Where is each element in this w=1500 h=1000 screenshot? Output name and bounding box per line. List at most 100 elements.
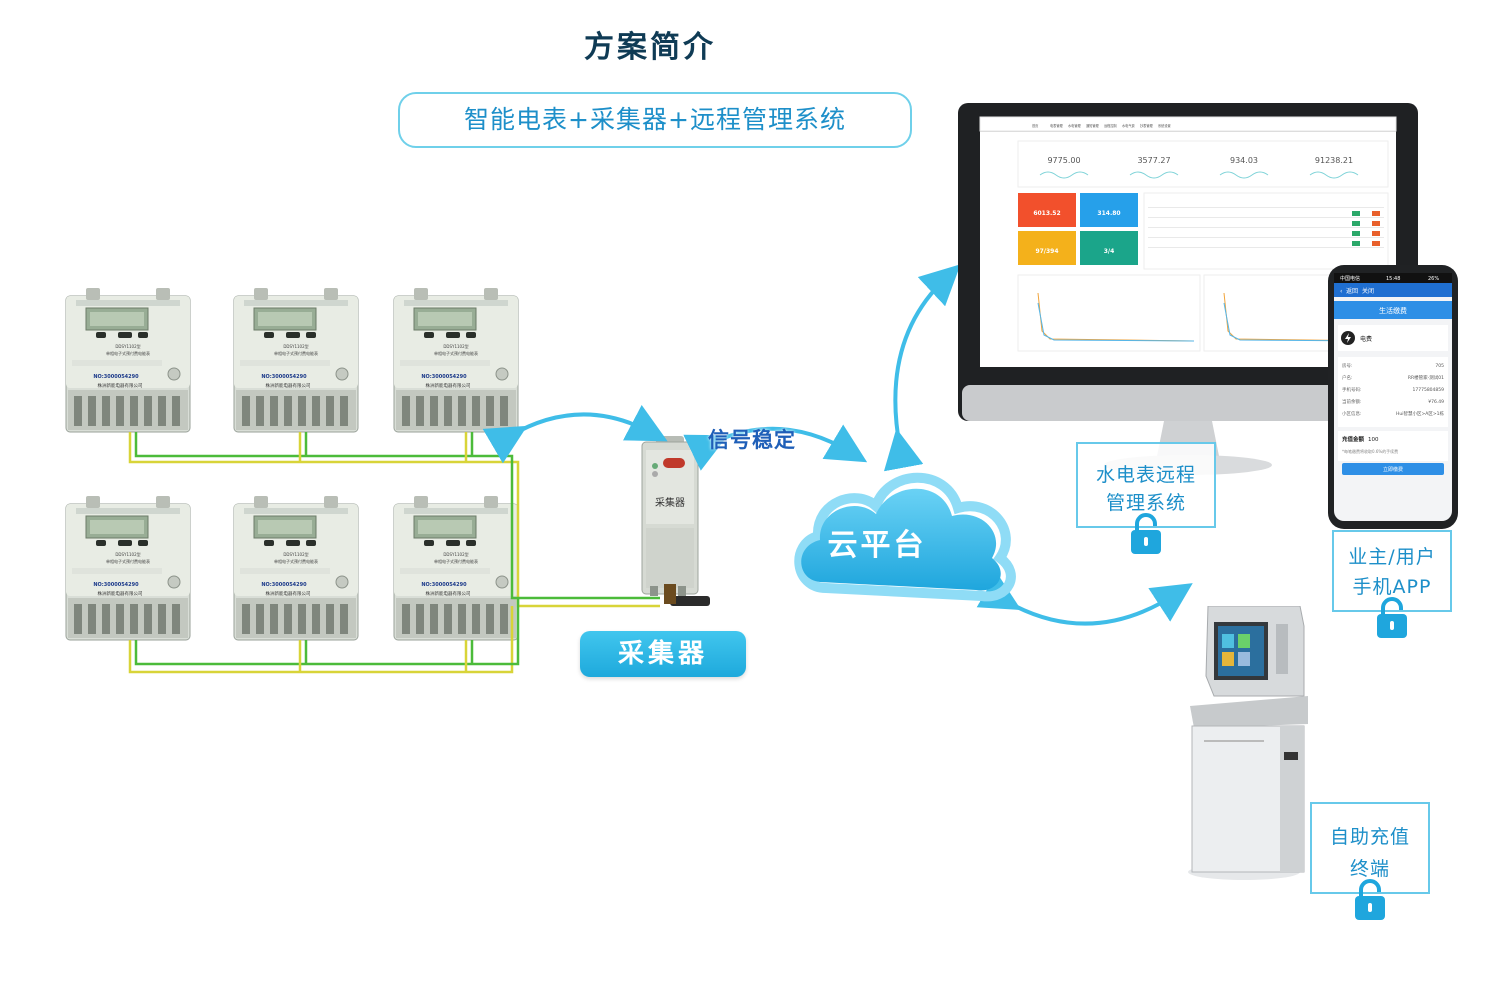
phone-row-key: 手机号码: — [1342, 386, 1362, 393]
phone-row-key: 小区信息: — [1342, 410, 1362, 417]
collector-device-label: 采集器 — [655, 496, 685, 509]
dashboard-tile-value: 314.80 — [1097, 210, 1120, 217]
phone-service: 电费 — [1360, 335, 1372, 343]
dashboard-tile — [1018, 193, 1076, 227]
phone-row-value: RR楼管家-测试01 — [1408, 374, 1444, 381]
arrow-cloud-kiosk — [976, 572, 1193, 626]
dashboard-tile — [1080, 193, 1138, 227]
signal-stable-text: 信号稳定 — [708, 428, 796, 452]
meter-serial: NO:3000054290 — [421, 374, 467, 380]
electric-meter: DDSY1102型 单相电子式预付费电能表 NO:3000054290 株洲新能… — [233, 288, 359, 433]
svg-text:DDSY1102型: DDSY1102型 — [115, 551, 140, 557]
dashboard-tile — [1080, 231, 1138, 265]
arrow-collector-cloud — [683, 424, 868, 471]
phone-row-key: 当前余额: — [1342, 398, 1362, 405]
dashboard-tile-value: 3/4 — [1104, 248, 1115, 255]
phone-row-key: 户名: — [1342, 374, 1353, 381]
phone-row-value: Hui智慧小区>A区>1栋 — [1396, 410, 1444, 417]
dashboard-stat-value: 9775.00 — [1047, 156, 1080, 165]
dashboard-stat-value: 934.03 — [1230, 156, 1258, 165]
dashboard-nav-item: 系统设置 — [1158, 123, 1171, 128]
owner-app-line2: 手机APP — [1352, 576, 1432, 598]
meter-serial: NO:3000054290 — [261, 374, 307, 380]
terminal-line2: 终端 — [1349, 858, 1390, 880]
phone-row-value: 17775804859 — [1413, 387, 1445, 393]
phone-battery: 26% — [1428, 276, 1439, 282]
dashboard-stat-sparkline — [1219, 171, 1269, 179]
phone-row-value: 705 — [1435, 363, 1444, 369]
meter-company: 株洲新能电器有限公司 — [98, 590, 143, 597]
owner-app-line1: 业主/用户 — [1348, 546, 1436, 568]
remote-system-line2: 管理系统 — [1105, 492, 1186, 514]
collector-device: 采集器 — [641, 436, 710, 606]
phone-nav-close: 关闭 — [1362, 287, 1374, 295]
remote-system-line1: 水电表远程 — [1095, 464, 1196, 486]
phone-row-key: 房号: — [1342, 362, 1353, 369]
owner-app-box: 业主/用户 手机APP — [1332, 530, 1452, 612]
monitor-dashboard: 首页 电表管理水电管理通知管理远程控制水电气费抄表管理系统设置 9775.00 35… — [958, 103, 1418, 475]
meter-serial: NO:3000054290 — [93, 582, 139, 588]
meter-serial: NO:3000054290 — [93, 374, 139, 380]
wire-green-bottom — [134, 598, 520, 666]
cloud-platform-label: 云平台 — [827, 528, 927, 563]
svg-text:单相电子式预付费电能表: 单相电子式预付费电能表 — [434, 350, 478, 356]
phone-carrier: 中国电信 — [1340, 275, 1360, 282]
dashboard-nav-item: 通知管理 — [1086, 123, 1100, 128]
phone-nav-back: 返回 — [1346, 288, 1358, 295]
cloud-platform-icon — [794, 472, 1016, 602]
svg-text:DDSY1102型: DDSY1102型 — [443, 343, 468, 349]
dashboard-nav-item: 电表管理 — [1050, 123, 1064, 128]
meter-serial: NO:3000054290 — [261, 582, 307, 588]
phone-app: 中国电信 15:48 26% ‹ 返回 关闭 生活缴费 电费 房号: 705 户名:… — [1328, 265, 1458, 529]
dashboard-stat-sparkline — [1309, 171, 1359, 179]
dashboard-tile — [1018, 231, 1076, 265]
electric-meter: DDSY1102型 单相电子式预付费电能表 NO:3000054290 株洲新能… — [65, 288, 191, 433]
dashboard-tile-value: 6013.52 — [1033, 210, 1060, 217]
svg-text:DDSY1102型: DDSY1102型 — [283, 343, 308, 349]
page-title: 方案简介 — [584, 30, 716, 65]
lock-icon — [1131, 513, 1161, 554]
electric-meter: DDSY1102型 单相电子式预付费电能表 NO:3000054290 株洲新能… — [393, 288, 519, 433]
lock-icon — [1355, 879, 1385, 920]
meter-company: 株洲新能电器有限公司 — [426, 590, 471, 597]
dashboard-stat-sparkline — [1129, 171, 1179, 179]
svg-text:DDSY1102型: DDSY1102型 — [443, 551, 468, 557]
meter-serial: NO:3000054290 — [421, 582, 467, 588]
svg-text:单相电子式预付费电能表: 单相电子式预付费电能表 — [434, 558, 478, 564]
svg-text:单相电子式预付费电能表: 单相电子式预付费电能表 — [274, 558, 318, 564]
dashboard-nav-item: 抄表管理 — [1140, 123, 1154, 128]
solution-subtitle: 智能电表+采集器+远程管理系统 — [398, 92, 912, 148]
meter-company: 株洲新能电器有限公司 — [266, 382, 311, 389]
meter-company: 株洲新能电器有限公司 — [98, 382, 143, 389]
phone-amount: 100 — [1368, 437, 1379, 443]
svg-text:单相电子式预付费电能表: 单相电子式预付费电能表 — [274, 350, 318, 356]
phone-pay-button: 立即缴费 — [1383, 466, 1403, 473]
lock-icon — [1377, 597, 1407, 638]
svg-text:DDSY1102型: DDSY1102型 — [283, 551, 308, 557]
self-service-kiosk — [1188, 606, 1308, 880]
arrow-meters-collector — [482, 404, 668, 464]
meter-company: 株洲新能电器有限公司 — [266, 590, 311, 597]
collector-label: 采集器 — [580, 631, 746, 677]
dashboard-stat-value: 91238.21 — [1315, 156, 1353, 165]
svg-text:单相电子式预付费电能表: 单相电子式预付费电能表 — [106, 350, 150, 356]
svg-text:DDSY1102型: DDSY1102型 — [115, 343, 140, 349]
dashboard-stat-sparkline — [1039, 171, 1089, 179]
svg-text:单相电子式预付费电能表: 单相电子式预付费电能表 — [106, 558, 150, 564]
phone-header: 生活缴费 — [1379, 306, 1407, 315]
dashboard-nav-item: 首页 — [1032, 123, 1038, 128]
svg-text:‹: ‹ — [1340, 288, 1342, 295]
arrow-cloud-monitor — [883, 264, 961, 472]
self-service-terminal-box: 自助充值 终端 — [1310, 802, 1430, 894]
dashboard-nav-item: 远程控制 — [1104, 123, 1117, 128]
electric-meter: DDSY1102型 单相电子式预付费电能表 NO:3000054290 株洲新能… — [65, 496, 191, 641]
dashboard-nav-item: 水电气费 — [1122, 123, 1135, 128]
meter-company: 株洲新能电器有限公司 — [426, 382, 471, 389]
electric-meter: DDSY1102型 单相电子式预付费电能表 NO:3000054290 株洲新能… — [393, 496, 519, 641]
dashboard-stat-value: 3577.27 — [1137, 156, 1170, 165]
dashboard-nav-item: 水电管理 — [1068, 123, 1082, 128]
electric-meter: DDSY1102型 单相电子式预付费电能表 NO:3000054290 株洲新能… — [233, 496, 359, 641]
phone-amount-label: 充值金额 — [1342, 435, 1365, 443]
phone-time: 15:48 — [1386, 276, 1400, 282]
